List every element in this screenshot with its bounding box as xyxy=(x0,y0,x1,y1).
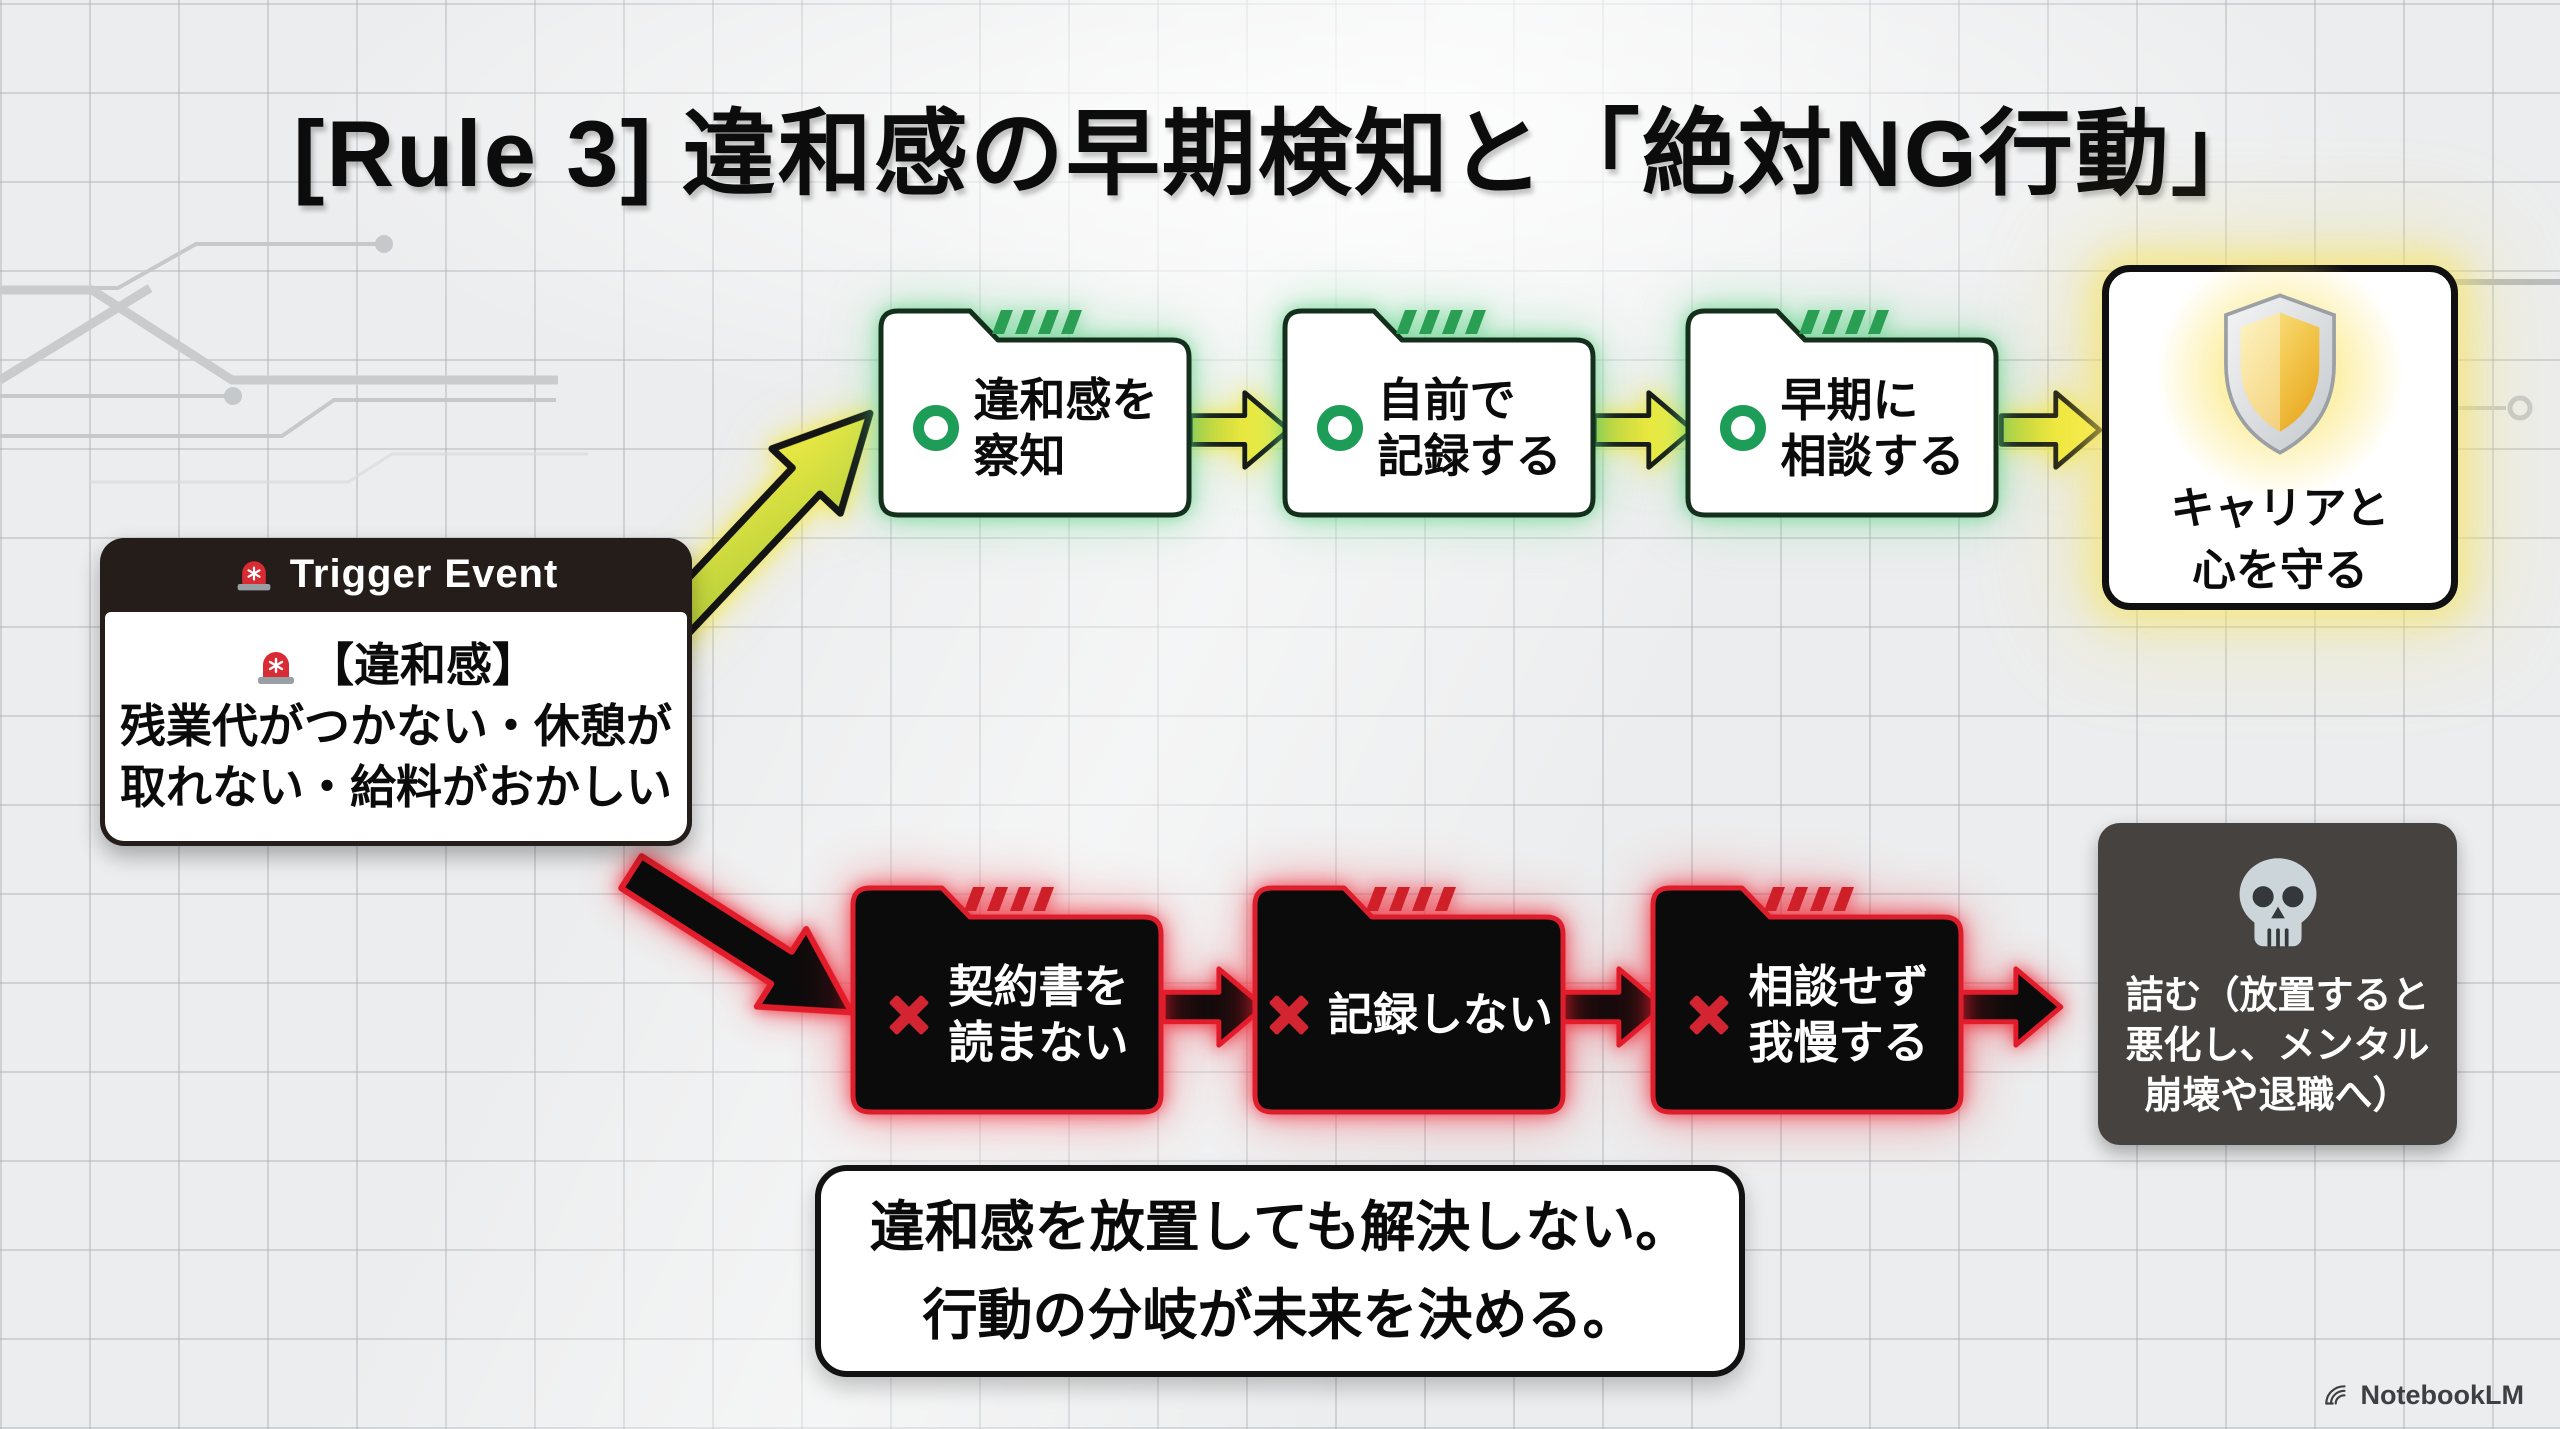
good-step-node-2: 自前で 記録する xyxy=(1282,308,1596,518)
ng-cross-icon xyxy=(1269,995,1309,1035)
good-arrow-1 xyxy=(1186,387,1294,478)
good-step-node-1: 違和感を 察知 xyxy=(878,308,1192,518)
ng-cross-icon xyxy=(1690,995,1729,1035)
trigger-event-body: 【違和感】 残業代がつかない・休憩が 取れない・給料がおかしい xyxy=(105,612,687,841)
circuit-trace-decoration-left xyxy=(0,235,588,484)
bad-outcome-line2: 悪化し、メンタル xyxy=(2125,1024,2430,1067)
bad-outcome-node: 詰む（放置すると 悪化し、メンタル 崩壊や退職へ） xyxy=(2098,823,2457,1145)
bad-step-2-line1: 記録しない xyxy=(1327,989,1553,1041)
bad-outcome-line1: 詰む（放置すると xyxy=(2125,974,2430,1017)
bad-step-1-line1: 契約書を xyxy=(948,961,1129,1013)
bad-outcome-line3: 崩壊や退職へ） xyxy=(2144,1075,2411,1118)
page-title: [Rule 3] 違和感の早期検知と「絶対NG行動」 xyxy=(293,101,2267,206)
trigger-body-line1: 【違和感】 xyxy=(308,639,538,692)
good-outcome-node: キャリアと 心を守る xyxy=(2102,239,2458,610)
ng-cross-icon xyxy=(890,995,929,1035)
ok-circle-icon xyxy=(1719,405,1766,451)
ok-circle-icon xyxy=(1316,405,1363,451)
skull-icon xyxy=(2239,858,2316,948)
siren-icon xyxy=(258,651,294,684)
good-step-1-line1: 違和感を xyxy=(973,373,1158,426)
bad-arrow-3 xyxy=(1950,963,2072,1056)
trigger-event-title: Trigger Event xyxy=(289,551,559,596)
trigger-body-line3: 取れない・給料がおかしい xyxy=(120,760,672,813)
circuit-trace-decoration-right xyxy=(2440,279,2560,421)
summary-message-box: 違和感を放置しても解決しない。 行動の分岐が未来を決める。 xyxy=(815,1165,1745,1377)
bad-step-3-line1: 相談せず xyxy=(1748,961,1929,1013)
siren-icon xyxy=(237,561,271,591)
bad-arrow-2 xyxy=(1558,963,1670,1056)
shield-icon xyxy=(2224,293,2336,455)
bad-step-3-line2: 我慢する xyxy=(1748,1017,1929,1068)
good-arrow-2 xyxy=(1590,387,1698,478)
bad-step-1-line2: 読まない xyxy=(948,1017,1129,1068)
ok-circle-icon xyxy=(912,405,959,451)
trigger-event-node: Trigger Event 【違和感】 残業代がつかない・休憩が 取れない・給料… xyxy=(100,538,692,846)
good-step-1-line2: 察知 xyxy=(973,430,1066,482)
bad-step-node-2: 記録しない xyxy=(1252,885,1566,1115)
good-outcome-line2: 心を守る xyxy=(2192,545,2368,595)
good-arrow-3 xyxy=(1992,387,2110,478)
good-step-node-3: 早期に 相談する xyxy=(1685,308,1999,518)
notebooklm-watermark: NotebookLM xyxy=(2322,1380,2524,1411)
good-step-3-line1: 早期に xyxy=(1780,373,1919,426)
bad-branch-arrow xyxy=(600,826,885,1060)
bad-step-node-3: 相談せず 我慢する xyxy=(1650,885,1964,1115)
bad-step-node-1: 契約書を 読まない xyxy=(850,885,1164,1115)
good-step-3-line2: 相談する xyxy=(1780,430,1965,482)
notebooklm-label: NotebookLM xyxy=(2360,1380,2524,1410)
bad-arrow-1 xyxy=(1158,963,1270,1056)
trigger-event-header: Trigger Event xyxy=(100,538,692,610)
summary-line1: 違和感を放置しても解決しない。 xyxy=(869,1196,1691,1258)
summary-line2: 行動の分岐が未来を決める。 xyxy=(922,1284,1638,1346)
notebooklm-logo-icon xyxy=(2324,1384,2346,1405)
good-step-2-line2: 記録する xyxy=(1377,430,1562,482)
trigger-body-line2: 残業代がつかない・休憩が xyxy=(120,700,672,753)
good-step-2-line1: 自前で xyxy=(1377,373,1516,426)
